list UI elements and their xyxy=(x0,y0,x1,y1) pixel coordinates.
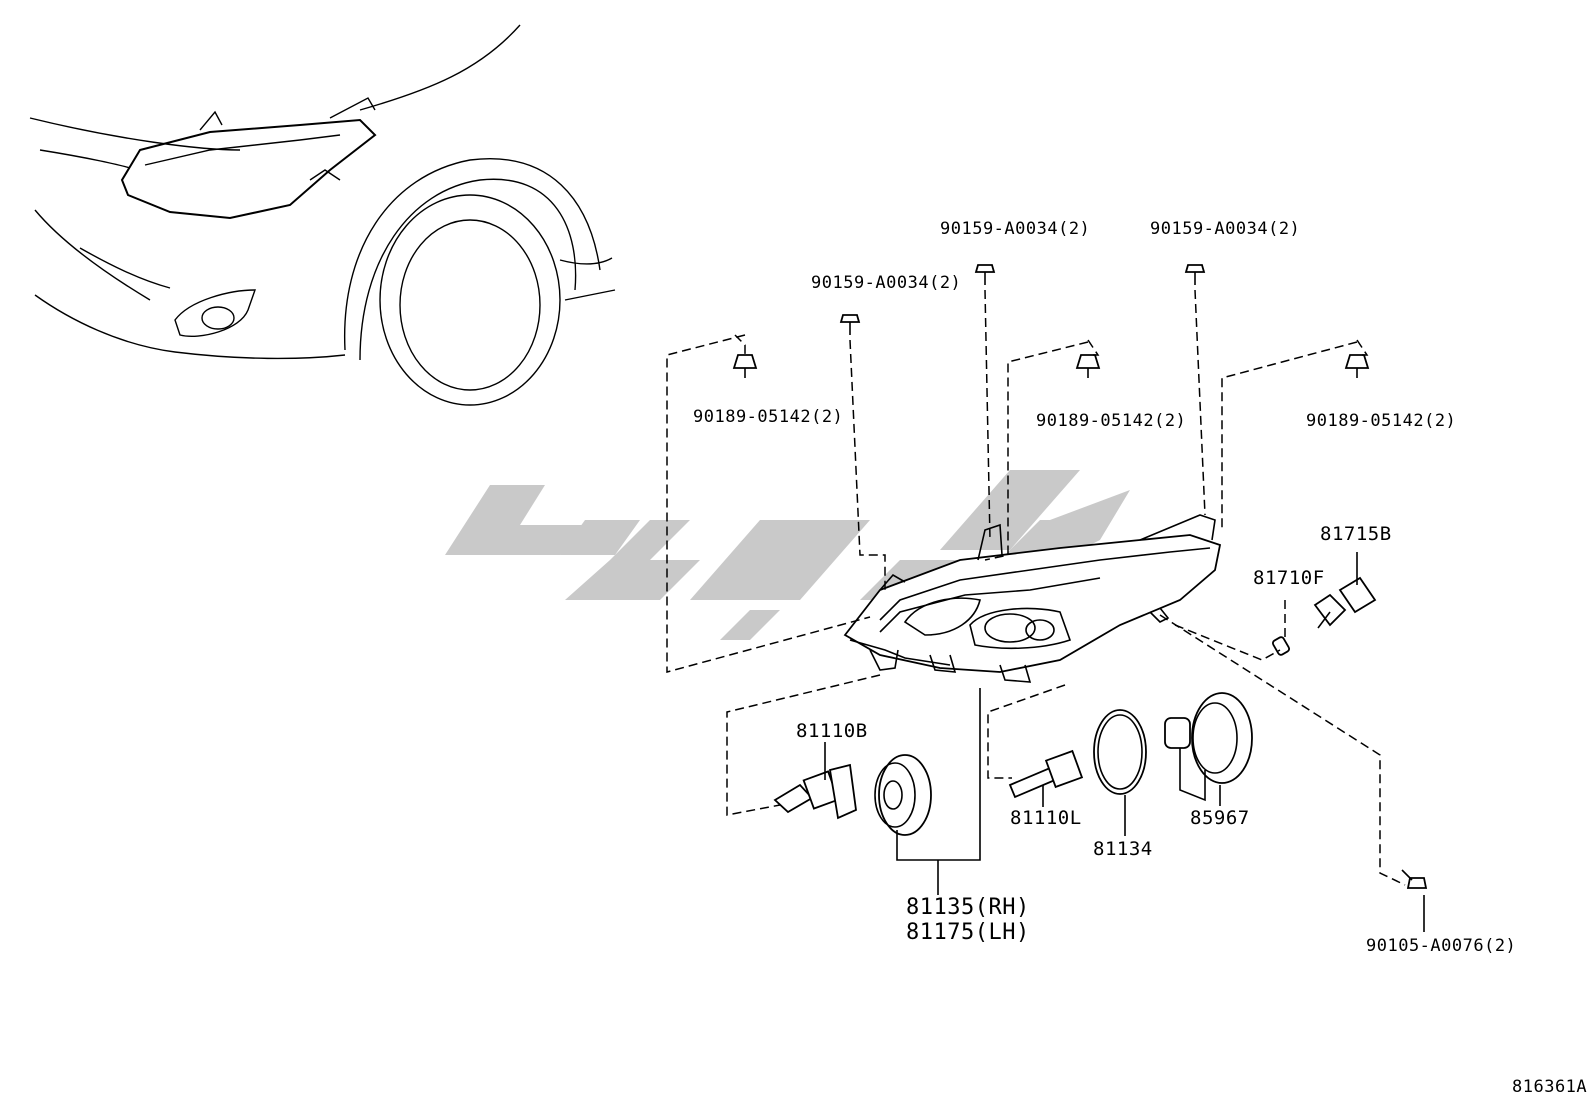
bolt-icon xyxy=(1184,264,1206,285)
label-bolt-top-mid: 90159-A0034(2) xyxy=(940,219,1090,239)
screw-icon xyxy=(1401,869,1428,889)
label-side-bulb: 81710F xyxy=(1253,567,1325,589)
leader-lines xyxy=(666,289,1406,886)
solid-leaders xyxy=(824,552,1425,932)
label-clip-mid: 90189-05142(2) xyxy=(1036,411,1186,431)
label-housing-lh: 81175(LH) xyxy=(906,920,1030,945)
label-bulb-hid: 81110L xyxy=(1010,807,1082,829)
label-bolt-top-right: 90159-A0034(2) xyxy=(1150,219,1300,239)
bulb-socket-icon xyxy=(1313,576,1377,629)
label-bulb-socket: 81715B xyxy=(1320,523,1392,545)
clip-icon xyxy=(1344,354,1370,378)
car-front-illustration xyxy=(29,24,616,406)
bolt-icon xyxy=(839,314,861,335)
bolt-icon xyxy=(974,264,996,285)
clip-icon xyxy=(732,354,758,378)
hb-bulb-icon xyxy=(773,763,857,820)
dust-cap-icon xyxy=(874,754,932,836)
ballast-icon xyxy=(1164,692,1253,802)
label-bulb-hb: 81110B xyxy=(796,720,868,742)
label-screw-bottom: 90105-A0076(2) xyxy=(1366,936,1516,956)
label-clip-right: 90189-05142(2) xyxy=(1306,411,1456,431)
diagram-id: 816361A xyxy=(1512,1077,1587,1097)
label-clip-left: 90189-05142(2) xyxy=(693,407,843,427)
clip-icon xyxy=(1075,354,1101,378)
o-ring-icon xyxy=(1093,709,1147,795)
headlamp-assembly-illustration xyxy=(843,514,1222,683)
label-oring: 81134 xyxy=(1093,838,1153,860)
label-bolt-top-left: 90159-A0034(2) xyxy=(811,273,961,293)
wedge-bulb-icon xyxy=(1272,636,1290,656)
label-ballast: 85967 xyxy=(1190,807,1250,829)
label-housing-rh: 81135(RH) xyxy=(906,895,1030,920)
hid-bulb-icon xyxy=(1008,749,1084,799)
